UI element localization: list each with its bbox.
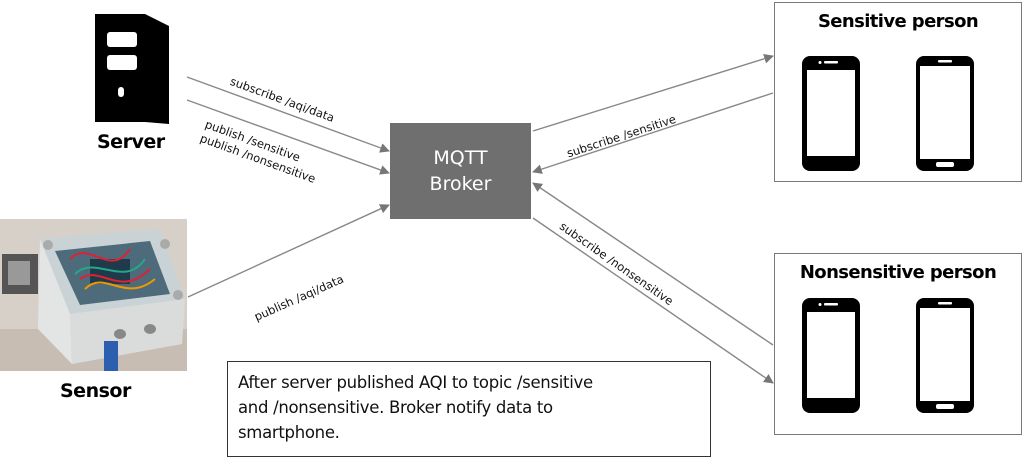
- broker-label-line1: MQTT: [433, 147, 488, 169]
- note-line-1: After server published AQI to topic /sen…: [238, 373, 593, 392]
- arrow-server-publish: [186, 99, 390, 175]
- arrow-server-subscribe: [186, 76, 390, 153]
- smartphone-icon: [916, 56, 976, 175]
- sensor-label: Sensor: [60, 380, 131, 402]
- smartphone-icon: [916, 298, 976, 417]
- group-title-nonsensitive: Nonsensitive person: [799, 262, 997, 283]
- arrow-nonsensitive-to-broker: [532, 182, 774, 346]
- arrow-broker-to-nonsensitive: [532, 217, 774, 384]
- server-tower-icon: [95, 12, 171, 128]
- server-label: Server: [97, 131, 165, 153]
- sensor-box-photo: [0, 219, 187, 371]
- note-line-2: and /nonsensitive. Broker notify data to: [238, 398, 553, 417]
- group-sensitive-person: Sensitive person: [774, 2, 1022, 182]
- arrow-sensitive-to-broker: [532, 92, 774, 174]
- arrow-sensor-publish: [187, 204, 390, 298]
- broker-label-line2: Broker: [429, 173, 492, 195]
- arrow-broker-to-sensitive: [532, 53, 774, 132]
- smartphone-icon: [802, 298, 862, 417]
- group-title-sensitive: Sensitive person: [817, 11, 979, 32]
- mqtt-broker: MQTT Broker: [390, 123, 531, 219]
- explanation-note: After server published AQI to topic /sen…: [227, 361, 711, 457]
- note-line-3: smartphone.: [238, 423, 340, 442]
- smartphone-icon: [802, 56, 862, 175]
- group-nonsensitive-person: Nonsensitive person: [774, 253, 1022, 435]
